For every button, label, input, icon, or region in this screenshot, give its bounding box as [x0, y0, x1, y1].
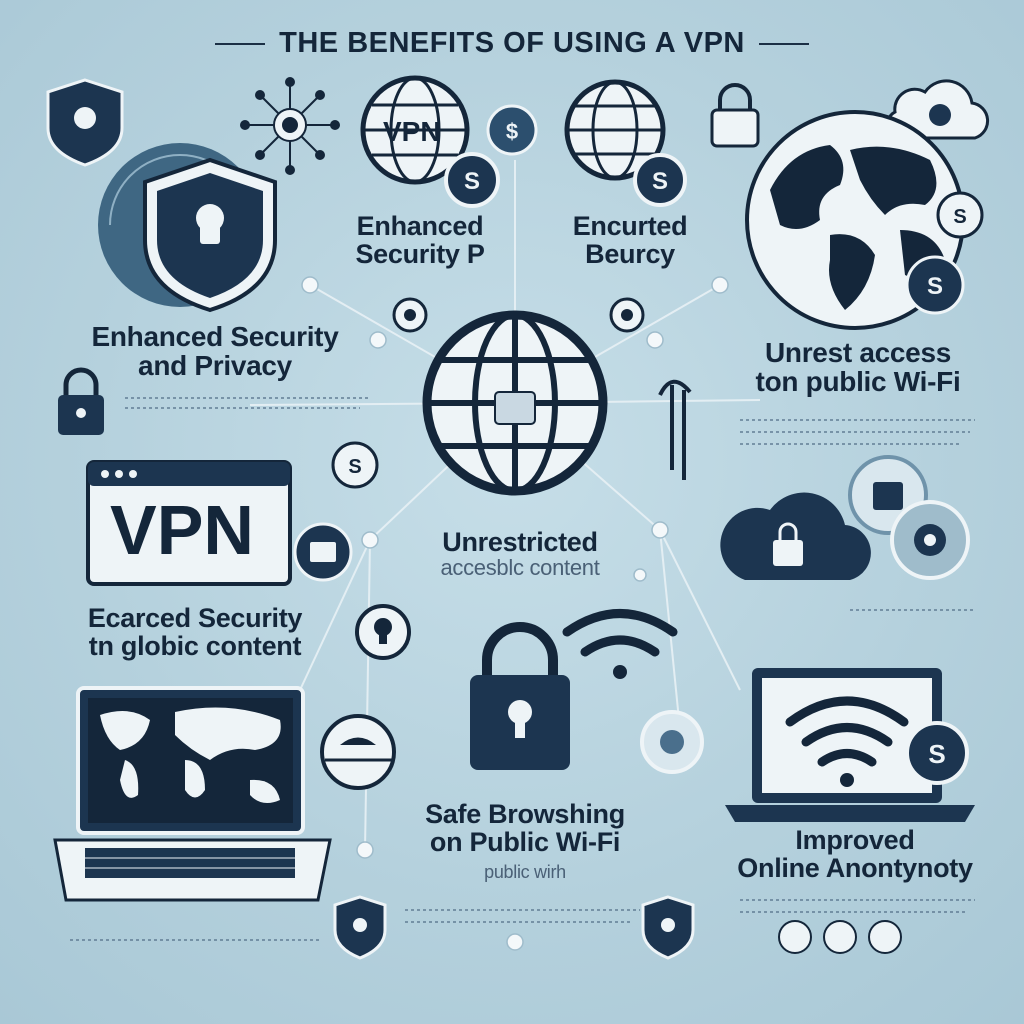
- label-line: Encurted: [572, 211, 688, 241]
- label-line: Unrest access: [764, 337, 951, 368]
- vpn-window-badge: VPN: [110, 491, 254, 569]
- small-shield-icon: [46, 78, 124, 167]
- antenna-icon: [658, 379, 692, 480]
- svg-text:S: S: [464, 168, 480, 195]
- bottom-shield-icons: [333, 895, 902, 960]
- label-unrest-access: Unrest access ton public Wi-Fi: [718, 338, 998, 397]
- label-encurted-security: Encurted Beurcy: [545, 212, 715, 269]
- lock-icon: [58, 367, 104, 435]
- label-line: ton public Wi-Fi: [755, 366, 961, 398]
- label-line: and Privacy: [138, 350, 292, 382]
- vpn-globe-badge: VPN: [383, 116, 441, 147]
- shield-globe-icon: [98, 143, 277, 313]
- decorative-text-lines: [70, 397, 975, 941]
- connector-nodes: [301, 276, 729, 951]
- laptop-wifi-icon: S: [725, 668, 975, 822]
- window-tab-icon: [293, 522, 353, 582]
- central-globe-icon: [422, 310, 608, 496]
- padlock-icon: [710, 83, 760, 148]
- key-badge-icon: [320, 604, 704, 790]
- label-line: Enhanced: [356, 211, 484, 241]
- label-line: Safe Browshing: [425, 799, 625, 829]
- label-line: Improved: [795, 825, 915, 855]
- label-line: tn globic content: [88, 631, 302, 662]
- label-line: Security P: [355, 239, 485, 270]
- laptop-world-map-icon: [53, 686, 332, 902]
- browser-window-icon: [86, 460, 292, 586]
- globe-icon: S: [564, 79, 687, 207]
- label-line: Unrestricted: [442, 527, 598, 557]
- label-improved-anonymity: Improved Online Anontynoty: [710, 826, 1000, 883]
- node-network-icon: [240, 77, 340, 175]
- wifi-icon: [562, 609, 678, 679]
- label-line: public wirh: [484, 861, 566, 882]
- label-enhanced-security-privacy: Enhanced Security and Privacy: [60, 322, 370, 381]
- label-unrestricted-content: Unrestricted accesblc content: [380, 527, 660, 581]
- vpn-globe-icon: S: [360, 75, 500, 208]
- dollar-coin-icon: $: [486, 104, 538, 156]
- svg-text:S: S: [953, 206, 966, 228]
- cloud-lock-icon: [720, 455, 970, 580]
- padlock-large-icon: [470, 622, 570, 770]
- label-enhanced-security-top: Enhanced Security P: [335, 212, 505, 269]
- label-ecarced-security: Ecarced Security tn globic content: [45, 604, 345, 661]
- label-line: Enhanced Security: [91, 321, 339, 352]
- svg-text:S: S: [927, 273, 943, 300]
- coin-badge-icon: S: [331, 297, 645, 489]
- label-line: accesblc content: [440, 555, 600, 581]
- svg-text:S: S: [652, 168, 668, 195]
- page-title: THE BENEFITS OF USING A VPN: [0, 28, 1024, 59]
- world-globe-icon: S S: [745, 110, 984, 330]
- label-line: Online Anontynoty: [737, 853, 973, 884]
- label-line: on Public Wi-Fi: [429, 827, 621, 858]
- svg-text:$: $: [506, 119, 518, 144]
- svg-text:S: S: [928, 739, 945, 769]
- svg-text:S: S: [348, 456, 361, 478]
- label-line: Beurcy: [585, 239, 675, 270]
- label-line: Ecarced Security: [87, 603, 303, 633]
- label-safe-browsing: Safe Browshing on Public Wi-Fi public wi…: [395, 800, 655, 882]
